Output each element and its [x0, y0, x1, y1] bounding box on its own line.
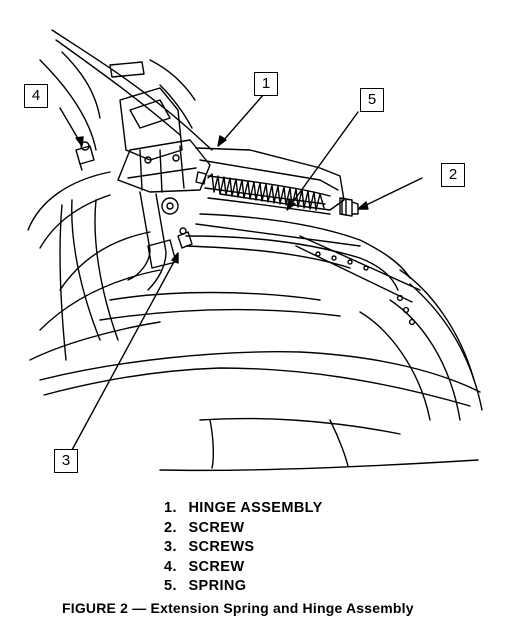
hinge-bracket — [117, 87, 211, 215]
wheelhouse — [27, 171, 483, 472]
fender-outline — [39, 29, 213, 151]
hinge-assembly-illustration — [27, 29, 483, 472]
legend-item: 4. SCREW — [164, 558, 245, 575]
legend-item: 5. SPRING — [164, 578, 247, 594]
legend-item: 2. SCREW — [164, 519, 245, 536]
parts-legend: 1. HINGE ASSEMBLY 2. SCREW 3. SCREWS 4. … — [164, 499, 323, 597]
callout-2: 2 — [441, 163, 465, 187]
leader-arrowheads — [75, 135, 369, 264]
legend-item: 3. SCREWS — [164, 539, 255, 555]
legend-item: 1. HINGE ASSEMBLY — [164, 500, 323, 516]
leader-lines — [59, 93, 423, 451]
screws-3 — [177, 171, 207, 249]
callout-3: 3 — [54, 449, 78, 473]
callout-4: 4 — [24, 84, 48, 108]
screw-4 — [75, 141, 95, 171]
figure-caption: FIGURE 2 — Extension Spring and Hinge As… — [62, 600, 414, 616]
callout-5: 5 — [360, 88, 384, 112]
extension-spring — [207, 173, 331, 215]
callout-1: 1 — [254, 72, 278, 96]
